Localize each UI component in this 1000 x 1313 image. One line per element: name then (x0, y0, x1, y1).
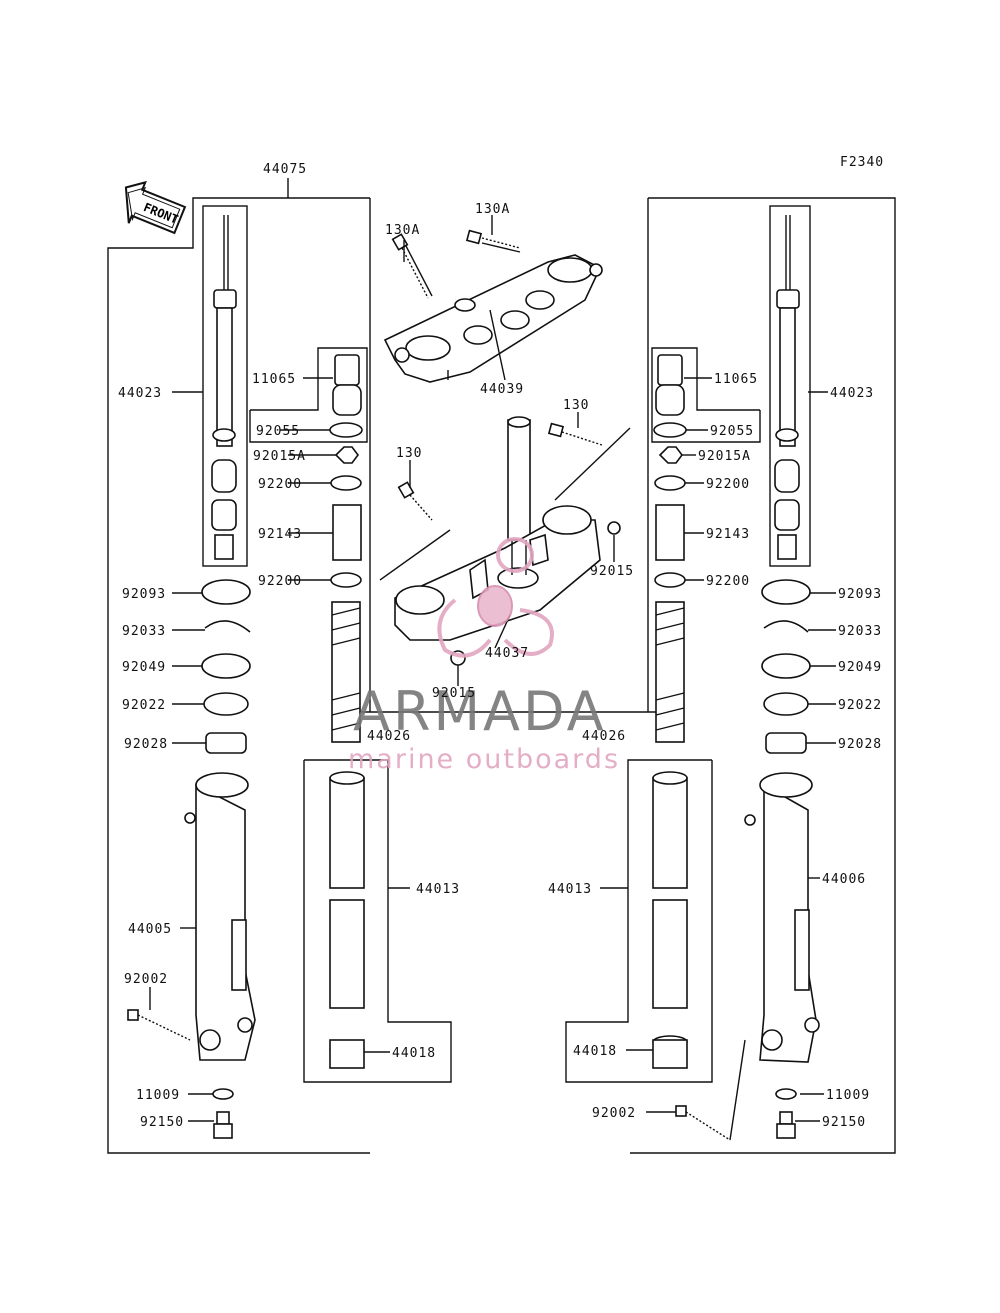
spring-44026-right (655, 601, 685, 743)
spring-44026-left (331, 601, 361, 743)
assembly-frames (107, 178, 896, 1154)
label-92150-left: 92150 (140, 1115, 184, 1130)
label-44018-right: 44018 (573, 1044, 617, 1059)
upper-bracket-44039 (383, 254, 603, 383)
label-92049-right: 92049 (838, 660, 882, 675)
nut-92015-1 (607, 521, 621, 535)
label-44037: 44037 (485, 646, 529, 661)
label-44075: 44075 (263, 162, 307, 177)
label-92200a-left: 92200 (258, 477, 302, 492)
label-92028-left: 92028 (124, 737, 168, 752)
armada-watermark: ARMADA marine outboards (348, 537, 620, 775)
label-130-2: 130 (396, 446, 422, 461)
label-44006: 44006 (822, 872, 866, 887)
label-130A-2: 130A (475, 202, 510, 217)
label-92022-left: 92022 (122, 698, 166, 713)
label-92200a-right: 92200 (706, 477, 750, 492)
label-44023-left: 44023 (118, 386, 162, 401)
label-92033-left: 92033 (122, 624, 166, 639)
watermark-logo-icon (437, 537, 554, 658)
label-92150-right: 92150 (822, 1115, 866, 1130)
label-92093-right: 92093 (838, 587, 882, 602)
label-11065-left: 11065 (252, 372, 296, 387)
label-44005: 44005 (128, 922, 172, 937)
label-92033-right: 92033 (838, 624, 882, 639)
left-fork-parts (127, 215, 365, 1139)
label-44026-right: 44026 (582, 729, 626, 744)
label-44023-right: 44023 (830, 386, 874, 401)
watermark-brand: ARMADA (353, 680, 607, 743)
label-92093-left: 92093 (122, 587, 166, 602)
label-44013-left: 44013 (416, 882, 460, 897)
right-fork-parts (652, 215, 820, 1141)
bolt-130A-2 (465, 229, 521, 253)
label-11009-right: 11009 (826, 1088, 870, 1103)
label-92055-right: 92055 (710, 424, 754, 439)
label-92143-left: 92143 (258, 527, 302, 542)
bolt-130A-1 (391, 233, 433, 299)
label-44026-left: 44026 (367, 729, 411, 744)
label-92055-left: 92055 (256, 424, 300, 439)
part-labels: F2340 44075 130A 130A 44039 130 130 9201… (118, 155, 884, 1130)
label-44013-right: 44013 (548, 882, 592, 897)
label-92143-right: 92143 (706, 527, 750, 542)
label-92200b-right: 92200 (706, 574, 750, 589)
label-11065-right: 11065 (714, 372, 758, 387)
label-92015A-right: 92015A (698, 449, 751, 464)
label-92002-left: 92002 (124, 972, 168, 987)
label-92015-1: 92015 (590, 564, 634, 579)
label-92049-left: 92049 (122, 660, 166, 675)
label-92028-right: 92028 (838, 737, 882, 752)
leader-lines (149, 215, 836, 1122)
label-92015A-left: 92015A (253, 449, 306, 464)
label-130-1: 130 (563, 398, 589, 413)
watermark-tagline: marine outboards (348, 744, 620, 775)
label-92002-right: 92002 (592, 1106, 636, 1121)
label-92200b-left: 92200 (258, 574, 302, 589)
label-92022-right: 92022 (838, 698, 882, 713)
bolt-130-lower (397, 481, 433, 521)
bolt-130-upper (547, 422, 603, 446)
label-44039: 44039 (480, 382, 524, 397)
front-arrow-icon: FRONT (124, 180, 187, 235)
label-92015-2: 92015 (432, 686, 476, 701)
label-11009-left: 11009 (136, 1088, 180, 1103)
label-130A-1: 130A (385, 223, 420, 238)
diagram-code: F2340 (840, 155, 884, 170)
label-44018-left: 44018 (392, 1046, 436, 1061)
